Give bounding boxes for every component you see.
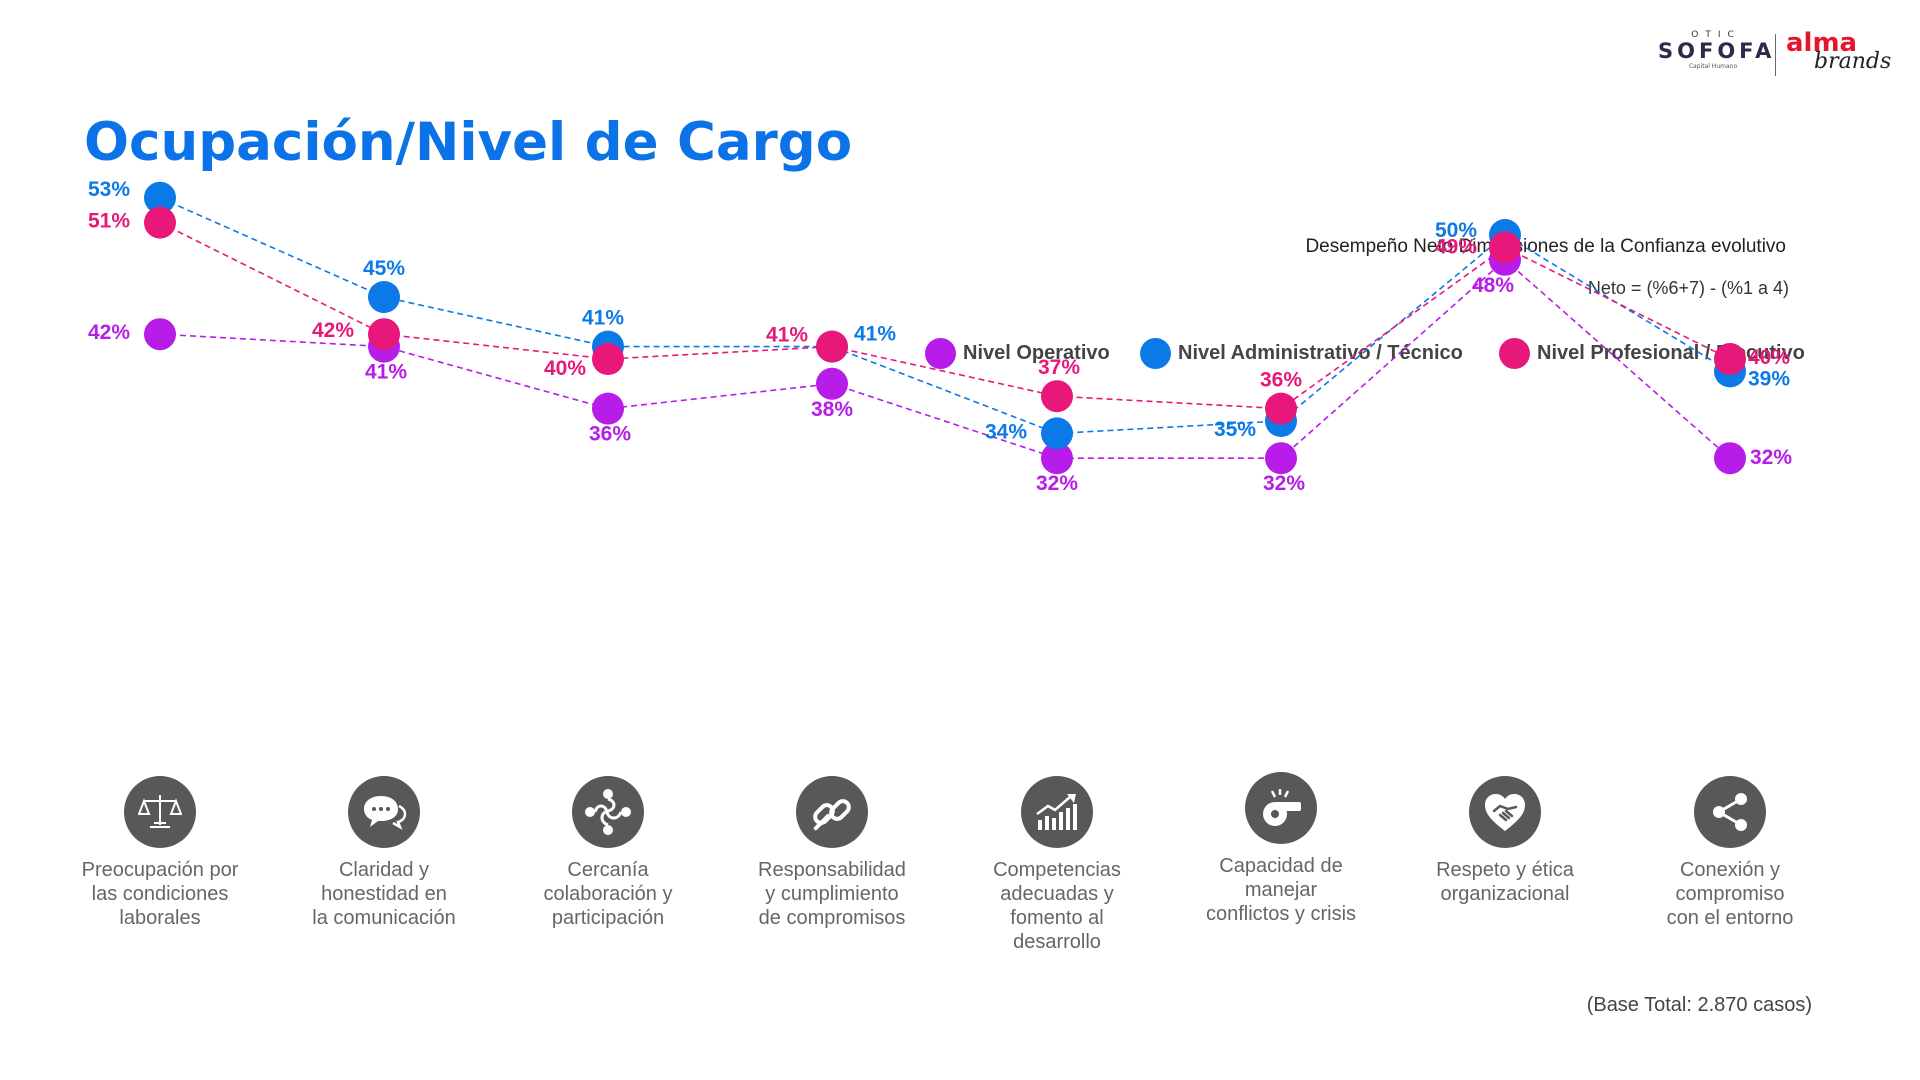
data-label-s1-2: 41% (582, 307, 624, 330)
data-point-s2-5 (1265, 392, 1297, 425)
data-label-s0-2: 36% (589, 423, 631, 446)
whistle-icon (1245, 772, 1317, 844)
data-label-s2-6: 49% (1435, 235, 1477, 258)
dimension-label: Claridad y honestidad en la comunicación (312, 859, 456, 929)
data-label-s2-7: 40% (1748, 346, 1790, 369)
data-point-s2-0 (144, 206, 176, 239)
legend-dot-operativo (925, 337, 956, 369)
dimension-label: Conexión y compromiso con el entorno (1666, 859, 1794, 929)
logos: OTIC SOFOFA Capital Humano alma brands (1658, 30, 1898, 80)
dimension-label: Responsabilidad y cumplimiento de compro… (758, 859, 906, 929)
data-label-s1-1: 45% (363, 257, 405, 280)
data-label-s2-3: 41% (766, 324, 808, 347)
data-label-s2-2: 40% (544, 357, 586, 380)
data-label-s1-7: 39% (1748, 367, 1790, 390)
otic-logo-text: OTIC (1691, 30, 1741, 40)
dimension-label: Competencias adecuadas y fomento al desa… (993, 859, 1121, 953)
legend-dot-administrativo (1140, 337, 1171, 369)
data-point-s2-4 (1041, 380, 1073, 413)
data-point-s0-5 (1265, 442, 1297, 475)
data-label-s0-6: 48% (1472, 274, 1514, 297)
legend-item-administrativo: Nivel Administrativo / Técnico (1140, 336, 1463, 370)
page-title: Ocupación/Nivel de Cargo (84, 112, 853, 173)
data-point-s0-3 (816, 367, 848, 400)
dimension-4: Competencias adecuadas y fomento al desa… (952, 776, 1162, 954)
growth-chart-icon (1021, 776, 1093, 848)
dimension-1: Claridad y honestidad en la comunicación (279, 776, 489, 930)
data-label-s2-4: 37% (1038, 356, 1080, 379)
data-point-s0-0 (144, 318, 176, 351)
data-point-s2-1 (368, 318, 400, 351)
data-point-s2-2 (592, 343, 624, 375)
data-label-s0-5: 32% (1263, 472, 1305, 495)
data-point-s0-2 (592, 392, 624, 425)
data-label-s1-4: 34% (985, 420, 1027, 443)
chart-subtitle: Neto = (%6+7) - (%1 a 4) (1587, 278, 1789, 298)
series-line-0 (159, 258, 1731, 460)
data-label-s1-5: 35% (1214, 418, 1256, 441)
brands-logo: brands (1814, 49, 1892, 74)
scale-icon (124, 776, 196, 848)
data-point-s1-4 (1041, 417, 1073, 450)
otic-sofofa-logo: OTIC SOFOFA Capital Humano (1658, 30, 1776, 70)
base-note: (Base Total: 2.870 casos) (1586, 994, 1812, 1016)
data-label-s0-1: 41% (365, 361, 407, 384)
dimension-2: Cercanía colaboración y participación (503, 776, 713, 930)
legend-label-administrativo: Nivel Administrativo / Técnico (1178, 341, 1463, 364)
share-icon (1694, 776, 1766, 848)
legend-dot-profesional (1499, 337, 1530, 369)
dimension-7: Conexión y compromiso con el entorno (1625, 776, 1835, 930)
data-point-s0-7 (1714, 442, 1746, 475)
data-label-s2-5: 36% (1260, 369, 1302, 392)
capital-humano-logo-text: Capital Humano (1688, 63, 1738, 70)
legend-item-operativo: Nivel Operativo (925, 336, 1110, 370)
alma-logo: alma (1786, 28, 1858, 58)
chart-title: Desempeño Neto Dimensiones de la Confian… (1305, 236, 1786, 257)
data-label-s0-0: 42% (88, 321, 130, 344)
sofofa-logo-text: SOFOFA (1658, 39, 1776, 63)
data-point-s2-7 (1714, 343, 1746, 375)
logo-divider (1775, 34, 1776, 76)
data-label-s1-3: 41% (854, 323, 896, 346)
data-label-s0-7: 32% (1750, 446, 1792, 469)
series-line-1 (159, 197, 1731, 435)
data-label-s1-6: 50% (1435, 219, 1477, 242)
data-label-s2-0: 51% (88, 210, 130, 233)
data-label-s0-3: 38% (811, 398, 853, 421)
dimension-5: Capacidad de manejar conflictos y crisis (1176, 772, 1386, 926)
data-point-s2-6 (1489, 231, 1521, 264)
series-line-2 (159, 221, 1731, 410)
data-point-s0-4 (1041, 442, 1073, 475)
collaboration-icon (572, 776, 644, 848)
line-chart: 42% 41% 36% 38% 32% 32% 48% 32% 53% 45% 41% 41% 34% 3… (88, 178, 1792, 495)
dimension-label: Respeto y ética organizacional (1436, 859, 1574, 905)
data-label-s0-4: 32% (1036, 472, 1078, 495)
data-label-s2-1: 42% (312, 319, 354, 342)
dimension-6: Respeto y ética organizacional (1400, 776, 1610, 906)
dimension-3: Responsabilidad y cumplimiento de compro… (727, 776, 937, 930)
chain-link-icon (796, 776, 868, 848)
data-label-s1-0: 53% (88, 178, 130, 201)
dimension-0: Preocupación por las condiciones laboral… (55, 776, 265, 930)
dimension-label: Cercanía colaboración y participación (543, 859, 673, 929)
legend-label-operativo: Nivel Operativo (963, 341, 1110, 364)
dimension-label: Capacidad de manejar conflictos y crisis (1205, 855, 1357, 925)
handshake-heart-icon (1469, 776, 1541, 848)
data-point-s1-0 (144, 181, 176, 214)
speech-bubbles-icon (348, 776, 420, 848)
data-point-s2-3 (816, 330, 848, 363)
dimension-label: Preocupación por las condiciones laboral… (81, 859, 239, 929)
data-point-s1-1 (368, 281, 400, 313)
